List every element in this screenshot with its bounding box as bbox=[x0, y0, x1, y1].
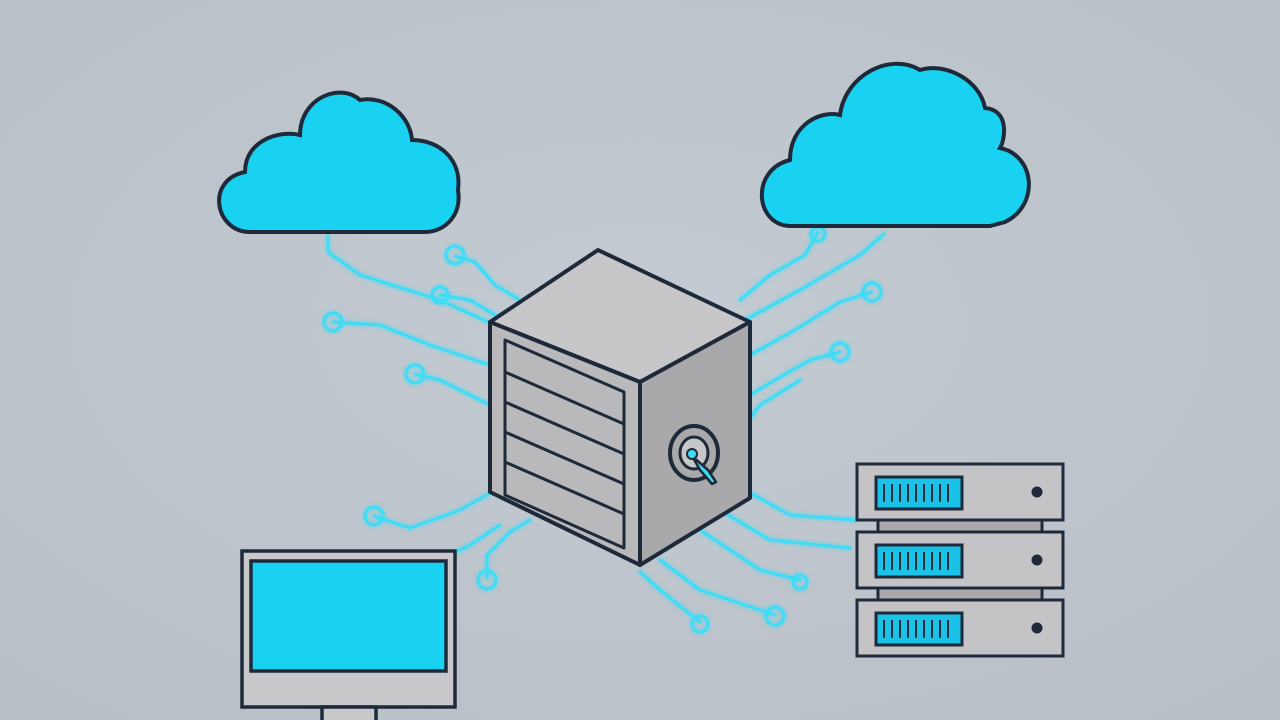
desktop-monitor bbox=[240, 549, 457, 720]
circuit-trace bbox=[718, 508, 852, 550]
cloud-icon bbox=[759, 61, 1031, 228]
circuit-trace bbox=[326, 234, 497, 327]
monitor-stand bbox=[320, 705, 378, 720]
circuit-trace bbox=[738, 230, 820, 302]
circuit-nodes bbox=[322, 225, 883, 634]
circuit-trace bbox=[638, 570, 702, 624]
circuit-trace bbox=[743, 488, 857, 522]
vault-slats bbox=[504, 370, 625, 516]
server-unit bbox=[855, 462, 1065, 522]
circuit-node bbox=[764, 605, 786, 627]
circuit-trace bbox=[748, 378, 802, 420]
circuit-trace bbox=[438, 293, 502, 320]
circuit-node bbox=[476, 569, 498, 591]
circuit-trace bbox=[698, 528, 802, 582]
circuit-node bbox=[444, 244, 466, 266]
central-vault-server bbox=[488, 248, 752, 567]
lock-dial-icon bbox=[668, 424, 720, 486]
circuit-trace bbox=[748, 290, 874, 357]
server-unit bbox=[855, 598, 1065, 658]
circuit-trace bbox=[748, 350, 842, 397]
server-rack bbox=[855, 462, 1065, 658]
circuit-node bbox=[363, 505, 385, 527]
server-unit bbox=[855, 530, 1065, 590]
circuit-node bbox=[404, 363, 426, 385]
cloud-right bbox=[759, 61, 1031, 228]
circuit-trace bbox=[743, 232, 886, 322]
circuit-node bbox=[322, 311, 344, 333]
cloud-left bbox=[217, 90, 461, 234]
circuit-trace bbox=[485, 518, 532, 580]
vault-front-panel bbox=[503, 338, 626, 550]
monitor-screen bbox=[249, 559, 448, 673]
circuit-node bbox=[861, 281, 883, 303]
cloud-icon bbox=[217, 90, 461, 234]
circuit-node bbox=[829, 341, 851, 363]
circuit-node bbox=[690, 614, 710, 634]
circuit-trace bbox=[372, 490, 494, 530]
circuit-node bbox=[791, 573, 809, 591]
circuit-node bbox=[430, 285, 450, 305]
circuit-trace bbox=[658, 558, 777, 617]
circuit-traces bbox=[326, 230, 886, 624]
circuit-trace bbox=[453, 254, 522, 302]
circuit-trace bbox=[331, 320, 492, 367]
